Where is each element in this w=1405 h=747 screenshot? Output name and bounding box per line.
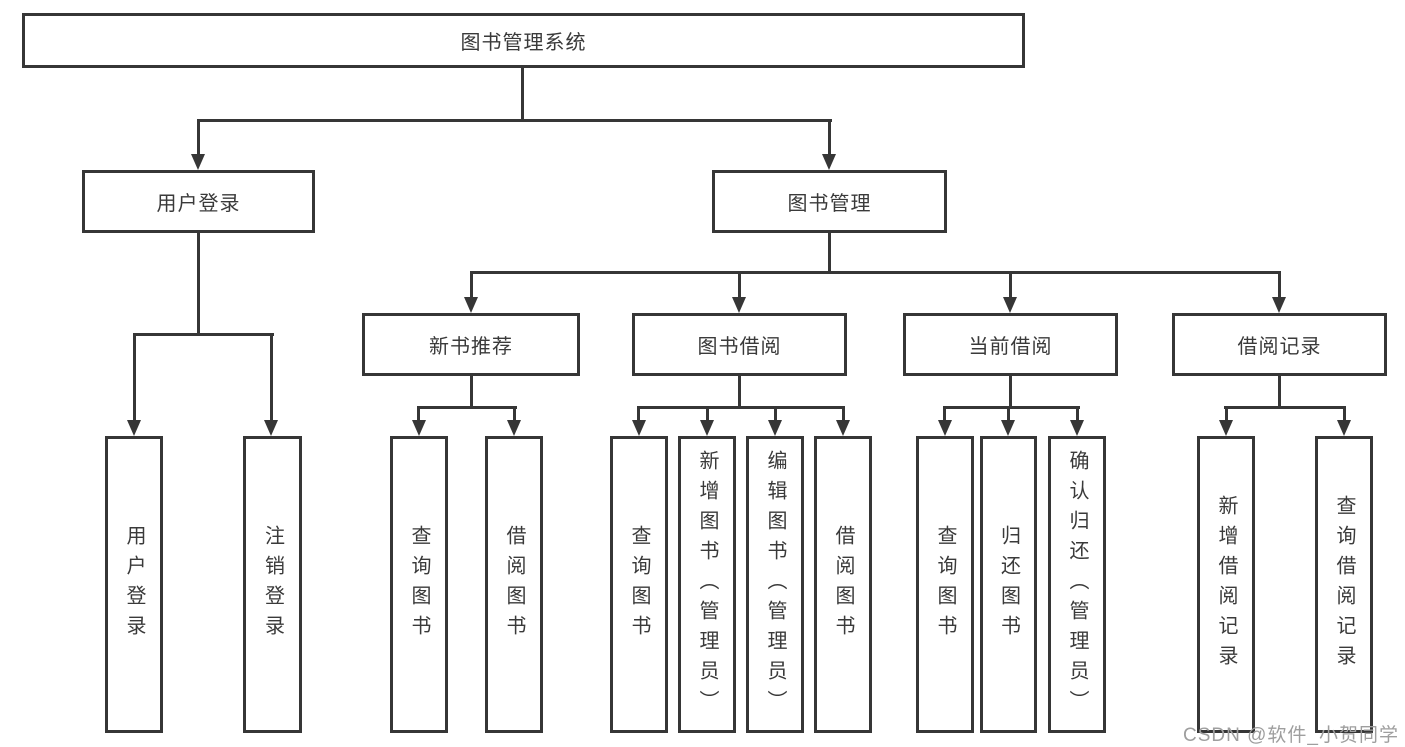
connector-line [470,376,473,409]
node-borrow-books-recommend: 借阅图书 [485,436,543,733]
node-label: 确认归还（管理员） [1066,449,1088,720]
connector-line [513,406,516,426]
arrow-down-icon [264,420,278,436]
connector-line [842,406,845,426]
node-label: 用户登录 [123,524,145,645]
connector-line [197,233,200,335]
node-label: 查询图书 [628,524,650,645]
connector-line [470,271,473,301]
arrow-down-icon [464,297,478,313]
connector-line [1076,406,1079,426]
connector-line [637,406,640,426]
connector-line [521,68,524,120]
node-confirm-return-admin: 确认归还（管理员） [1048,436,1106,733]
connector-line [1278,376,1281,409]
node-add-borrow-record: 新增借阅记录 [1197,436,1255,733]
node-query-borrow-record: 查询借阅记录 [1315,436,1373,733]
node-label: 新增图书（管理员） [696,449,718,720]
node-label: 图书借阅 [697,336,782,358]
node-user-login-leaf: 用户登录 [105,436,163,733]
connector-line [1278,271,1281,301]
connector-line [738,271,741,301]
arrow-down-icon [1272,297,1286,313]
node-label: 借阅图书 [832,524,854,645]
watermark: CSDN @软件_小贺同学 [1183,725,1399,746]
node-root-library-system: 图书管理系统 [22,13,1025,68]
arrow-down-icon [412,420,426,436]
node-book-borrow: 图书借阅 [632,313,847,376]
node-label: 查询图书 [408,524,430,645]
node-label: 新增借阅记录 [1215,494,1237,675]
arrow-down-icon [127,420,141,436]
arrow-down-icon [836,420,850,436]
arrow-down-icon [822,154,836,170]
node-label: 新书推荐 [429,336,513,358]
connector-line [1009,271,1012,301]
node-label: 图书管理 [787,193,872,215]
connector-line [1343,406,1346,426]
connector-line [738,376,741,409]
node-query-books-borrow: 查询图书 [610,436,668,733]
connector-line [828,119,831,157]
arrow-down-icon [1070,420,1084,436]
connector-line [706,406,709,426]
node-return-book: 归还图书 [980,436,1037,733]
arrow-down-icon [1001,420,1015,436]
connector-line [133,333,274,336]
arrow-down-icon [1337,420,1351,436]
connector-line [470,271,1281,274]
connector-line [1225,406,1228,426]
arrow-down-icon [732,297,746,313]
node-label: 借阅图书 [503,524,525,645]
connector-line [1007,406,1010,426]
connector-line [133,333,136,425]
node-label: 图书管理系统 [460,32,587,54]
node-logout: 注销登录 [243,436,302,733]
connector-line [943,406,1080,409]
node-label: 用户登录 [156,193,241,215]
node-new-book-recommend: 新书推荐 [362,313,580,376]
node-edit-book-admin: 编辑图书（管理员） [746,436,804,733]
node-label: 查询借阅记录 [1333,494,1355,675]
arrow-down-icon [1003,297,1017,313]
connector-line [774,406,777,426]
connector-line [943,406,946,426]
node-label: 注销登录 [261,524,284,645]
connector-line [1009,376,1012,409]
node-current-borrow: 当前借阅 [903,313,1118,376]
connector-line [1224,406,1346,409]
connector-line [417,406,420,426]
arrow-down-icon [768,420,782,436]
arrow-down-icon [938,420,952,436]
connector-line [197,119,200,157]
node-label: 归还图书 [997,524,1020,645]
node-user-login: 用户登录 [82,170,315,233]
node-label: 当前借阅 [968,336,1053,358]
node-book-management: 图书管理 [712,170,947,233]
node-label: 查询图书 [934,524,956,645]
node-label: 编辑图书（管理员） [764,449,786,720]
node-borrow-records: 借阅记录 [1172,313,1387,376]
node-add-book-admin: 新增图书（管理员） [678,436,736,733]
arrow-down-icon [1219,420,1233,436]
arrow-down-icon [632,420,646,436]
connector-line [828,233,831,274]
arrow-down-icon [700,420,714,436]
node-borrow-books-leaf: 借阅图书 [814,436,872,733]
arrow-down-icon [191,154,205,170]
connector-line [197,119,832,122]
connector-line [417,406,517,409]
node-query-books-recommend: 查询图书 [390,436,448,733]
connector-line [637,406,845,409]
node-query-books-current: 查询图书 [916,436,974,733]
node-label: 借阅记录 [1237,336,1322,358]
arrow-down-icon [507,420,521,436]
connector-line [270,333,273,425]
